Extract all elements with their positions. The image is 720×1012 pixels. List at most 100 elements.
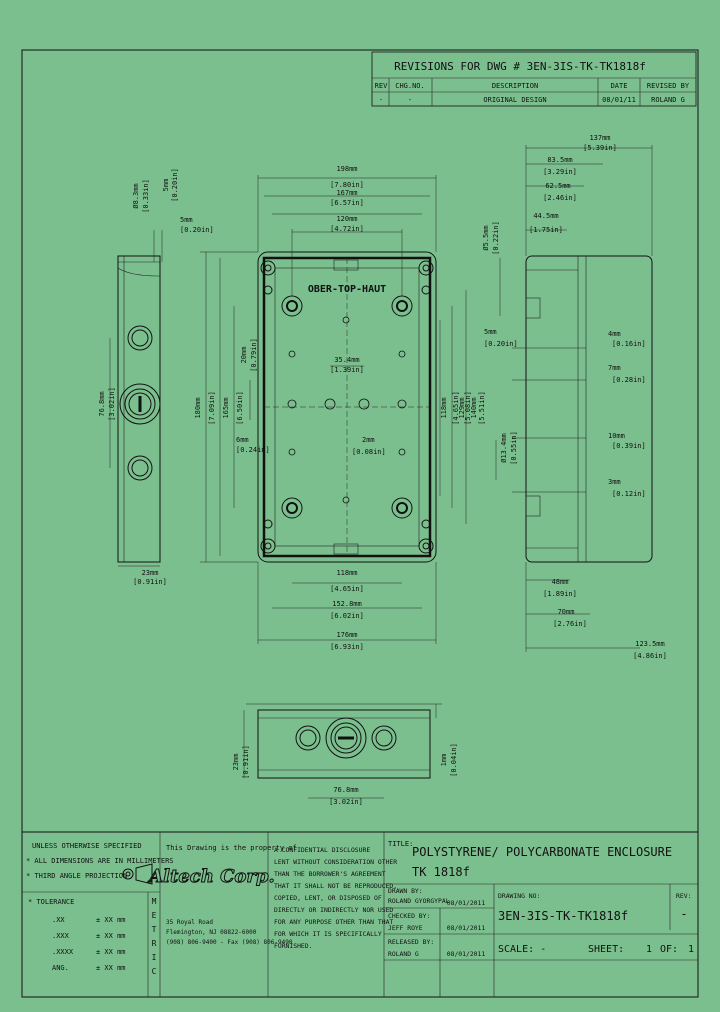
- dim-180-in: [7.09in]: [208, 391, 216, 425]
- dim-rs3-in: [0.12in]: [612, 490, 646, 498]
- by-header: REVISED BY: [647, 82, 690, 90]
- drawn-by: ROLAND GYORGYPAL: [388, 897, 450, 905]
- corner-mount-holes: [260, 260, 434, 554]
- dim-rs4-in: [0.16in]: [612, 340, 646, 348]
- dim-bh23: 23mm: [232, 754, 240, 771]
- dim-165: 165mm: [222, 397, 230, 418]
- checked-label: CHECKED BY:: [388, 912, 430, 920]
- dim-167: 167mm: [336, 189, 357, 197]
- rev-header: REV: [375, 82, 388, 90]
- dim-rs3: 3mm: [608, 478, 621, 486]
- by-value: ROLAND G: [651, 96, 685, 104]
- dim-r118: 118mm: [440, 397, 448, 418]
- dim-198: 198mm: [336, 165, 357, 173]
- dim-2-in: [0.08in]: [352, 448, 386, 456]
- dim-165-in: [6.50in]: [236, 391, 244, 425]
- dim-r140: 140mm: [470, 397, 478, 418]
- address-line-1: 35 Royal Road: [166, 919, 213, 926]
- chg-header: CHG.NO.: [395, 82, 425, 90]
- date-value: 08/01/11: [602, 96, 636, 104]
- dim-bh1: 1mm: [440, 754, 448, 767]
- dim-120: 120mm: [336, 215, 357, 223]
- company-logo-text: Altech Corp.: [147, 866, 275, 887]
- dim-rd5: Ø5.5mm: [482, 225, 490, 250]
- dim-198-in: [7.80in]: [330, 181, 364, 189]
- svg-text:A CONFIDENTIAL DISCLOSURE: A CONFIDENTIAL DISCLOSURE: [274, 846, 370, 854]
- note-millimeters: * ALL DIMENSIONS ARE IN MILLIMETERS: [26, 857, 174, 865]
- property-note: This Drawing is the property of: [166, 844, 297, 852]
- dim-s5-in: [0.20in]: [180, 226, 214, 234]
- dim-152: 152.8mm: [332, 600, 362, 608]
- dim-35-in: [1.39in]: [330, 366, 364, 374]
- dim-b70-in: [2.76in]: [553, 620, 587, 628]
- address-line-2: Flemington, NJ 08822-6000: [166, 929, 257, 936]
- unless-specified: UNLESS OTHERWISE SPECIFIED: [32, 842, 142, 850]
- of-label: OF:: [660, 944, 678, 955]
- dim-w62: 62.5mm: [545, 182, 570, 190]
- drawing-no-label: DRAWING NO:: [498, 892, 540, 900]
- dim-w62-in: [2.46in]: [543, 194, 577, 202]
- dim-r118-in: [4.65in]: [452, 391, 460, 425]
- dim-b123-in: [4.86in]: [633, 652, 667, 660]
- drawn-label: DRAWN BY:: [388, 887, 423, 895]
- scale-label: SCALE: -: [498, 944, 546, 955]
- dim-d5: 5mm: [162, 179, 170, 192]
- svg-text:± XX mm: ± XX mm: [96, 964, 126, 972]
- dim-w83-in: [3.29in]: [543, 168, 577, 176]
- released-by: ROLAND G: [388, 950, 419, 958]
- dim-rd5-in: [0.22in]: [492, 221, 500, 255]
- dim-167-in: [6.57in]: [330, 199, 364, 207]
- svg-text:THAN THE BORROWER'S AGREEMENT: THAN THE BORROWER'S AGREEMENT: [274, 870, 386, 878]
- dim-rs5: 5mm: [484, 328, 497, 336]
- dim-118: 118mm: [336, 569, 357, 577]
- dim-6-in: [0.24in]: [236, 446, 270, 454]
- rev-label: REV:: [676, 892, 691, 900]
- dim-180: 180mm: [194, 397, 202, 418]
- svg-text:ANG.: ANG.: [52, 964, 69, 972]
- svg-text:FOR ANY PURPOSE OTHER THAN THA: FOR ANY PURPOSE OTHER THAN THAT: [274, 918, 393, 926]
- dim-176-in: [6.93in]: [330, 643, 364, 651]
- dim-w23-in: [0.91in]: [133, 578, 167, 586]
- dim-rs4: 4mm: [608, 330, 621, 338]
- dim-rs10-in: [0.39in]: [612, 442, 646, 450]
- dim-20: 20mm: [240, 347, 248, 364]
- address-line-3: (908) 806-9400 - Fax (908) 806-9490: [166, 939, 293, 946]
- of-number: 1: [688, 944, 694, 955]
- dim-r140-in: [5.51in]: [478, 391, 486, 425]
- dim-d5-in: [0.20in]: [171, 168, 179, 202]
- dim-b123: 123.5mm: [635, 640, 665, 648]
- left-side-view: Ø8.3mm [0.33in] 5mm [0.20in] 5mm [0.20in…: [98, 168, 214, 586]
- dim-h76: 76.8mm: [98, 391, 106, 416]
- top-view: OBER-TOP-HAUT 198mm [7.80in] 167mm [6.57…: [194, 165, 486, 651]
- drawing-no: 3EN-3IS-TK-TK1818f: [498, 909, 628, 923]
- checked-date: 08/01/2011: [447, 924, 486, 932]
- dim-bh23-in: [0.91in]: [242, 745, 250, 779]
- dim-b48-in: [1.89in]: [543, 590, 577, 598]
- title-label: TITLE:: [388, 840, 413, 848]
- chg-value: -: [408, 96, 412, 104]
- revisions-title: REVISIONS FOR DWG # 3EN-3IS-TK-TK1818f: [394, 60, 646, 73]
- dim-w83: 83.5mm: [547, 156, 572, 164]
- released-date: 08/01/2011: [447, 950, 486, 958]
- date-header: DATE: [611, 82, 628, 90]
- tolerance-rows: .XX ± XX mm .XXX ± XX mm .XXXX ± XX mm A…: [52, 916, 126, 972]
- dim-rs7: 7mm: [608, 364, 621, 372]
- checked-by: JEFF ROYE: [388, 924, 423, 932]
- third-angle-projection-icon: [122, 863, 153, 885]
- dim-rd14-in: [0.55in]: [510, 431, 518, 465]
- dim-176: 176mm: [336, 631, 357, 639]
- dim-2: 2mm: [362, 436, 375, 444]
- tolerance-label: * TOLERANCE: [28, 898, 74, 906]
- svg-text:COPIED, LENT, OR DISPOSED OF: COPIED, LENT, OR DISPOSED OF: [274, 894, 382, 902]
- dim-h76-in: [3.02in]: [108, 387, 116, 421]
- svg-text:.XXX: .XXX: [52, 932, 70, 940]
- svg-text:THAT IT SHALL NOT BE REPRODUCE: THAT IT SHALL NOT BE REPRODUCED,: [274, 882, 397, 890]
- dim-w44-in: [1.75in]: [529, 226, 563, 234]
- dim-rs10: 10mm: [608, 432, 625, 440]
- dim-s5: 5mm: [180, 216, 193, 224]
- dim-w137-in: [5.39in]: [583, 144, 617, 152]
- dim-20-in: [0.79in]: [250, 338, 258, 372]
- released-label: RELEASED BY:: [388, 938, 434, 946]
